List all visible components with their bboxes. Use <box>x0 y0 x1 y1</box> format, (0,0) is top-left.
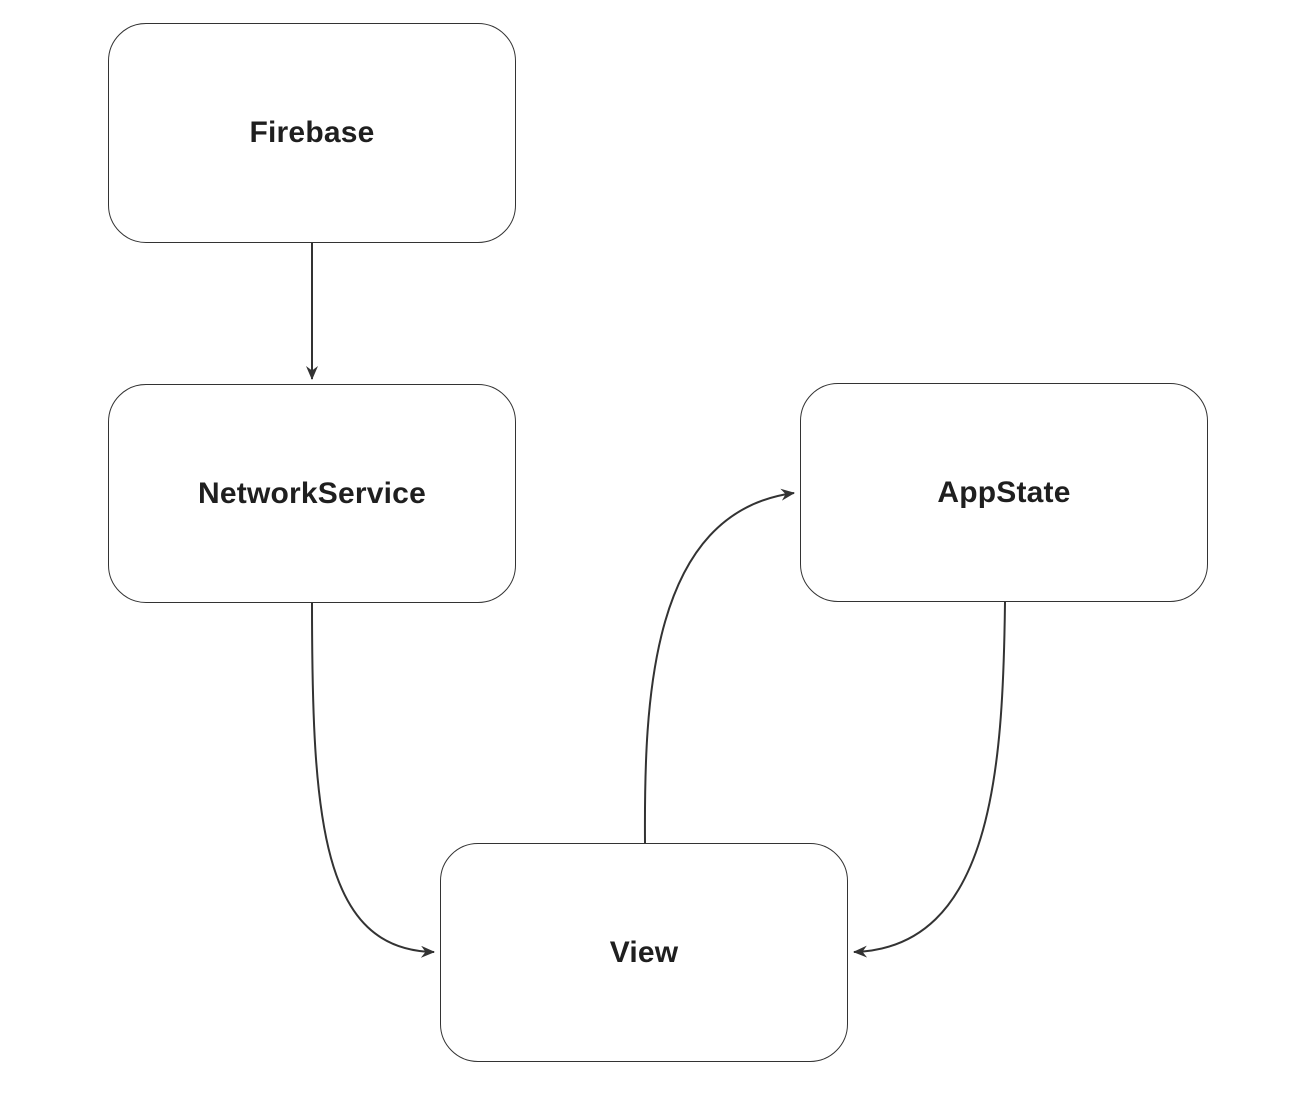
edge-view-to-appstate <box>643 488 795 844</box>
node-networkservice-label: NetworkService <box>198 476 426 510</box>
node-firebase-label: Firebase <box>249 116 375 149</box>
node-view-label: View <box>609 935 679 969</box>
edge-appstate-to-view <box>853 601 1006 958</box>
node-appstate: AppState <box>800 383 1208 602</box>
node-networkservice: NetworkService <box>108 384 516 603</box>
node-firebase: Firebase <box>108 23 516 243</box>
node-view: View <box>440 843 848 1062</box>
node-appstate-label: AppState <box>937 475 1071 509</box>
edge-networkservice-to-view <box>311 602 435 958</box>
